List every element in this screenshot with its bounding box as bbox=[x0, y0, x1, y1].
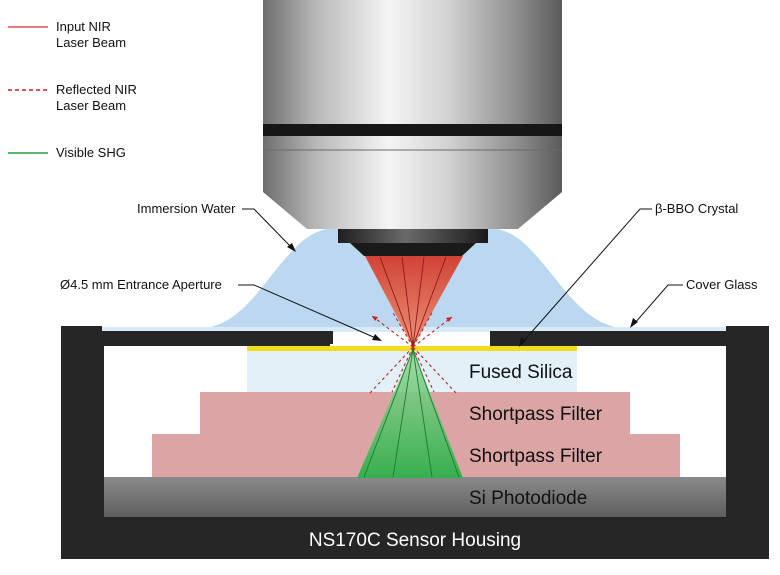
input-nir-beam bbox=[365, 256, 463, 347]
legend: Input NIR Laser Beam Reflected NIR Laser… bbox=[8, 19, 137, 160]
callout-bbo-crystal: β-BBO Crystal bbox=[519, 201, 738, 347]
nir-cone bbox=[365, 256, 463, 347]
housing-label: NS170C Sensor Housing bbox=[309, 530, 521, 551]
fused-silica-label: Fused Silica bbox=[469, 362, 573, 383]
objective-lens bbox=[263, 0, 562, 256]
housing-lid-left bbox=[102, 331, 333, 344]
entrance-aperture-label: Ø4.5 mm Entrance Aperture bbox=[60, 277, 222, 292]
reflected-nir-beam bbox=[369, 310, 457, 394]
housing-lid-right bbox=[490, 331, 727, 344]
legend-label-input-nir-1: Input NIR bbox=[56, 19, 111, 34]
objective-black-band bbox=[263, 124, 562, 136]
callout-entrance-aperture: Ø4.5 mm Entrance Aperture bbox=[60, 277, 382, 341]
photodiode-label: Si Photodiode bbox=[469, 488, 587, 509]
si-photodiode bbox=[104, 477, 726, 517]
shortpass-filter-lower-label: Shortpass Filter bbox=[469, 446, 603, 467]
cover-glass-label: Cover Glass bbox=[686, 277, 758, 292]
legend-label-input-nir-2: Laser Beam bbox=[56, 35, 126, 50]
shg-cone bbox=[357, 349, 463, 478]
shortpass-filter-upper-label: Shortpass Filter bbox=[469, 404, 603, 425]
immersion-water-label: Immersion Water bbox=[137, 201, 236, 216]
callout-cover-glass: Cover Glass bbox=[630, 277, 758, 328]
callout-immersion-water: Immersion Water bbox=[137, 201, 296, 252]
legend-label-reflected-nir-1: Reflected NIR bbox=[56, 82, 137, 97]
objective-tip bbox=[338, 229, 488, 243]
objective-front-lens bbox=[350, 243, 476, 256]
legend-label-visible-shg: Visible SHG bbox=[56, 145, 126, 160]
objective-mid-barrel bbox=[263, 136, 562, 150]
objective-upper-barrel bbox=[263, 0, 562, 124]
legend-label-reflected-nir-2: Laser Beam bbox=[56, 98, 126, 113]
bbo-crystal-label: β-BBO Crystal bbox=[655, 201, 738, 216]
objective-lower-barrel bbox=[263, 150, 562, 229]
visible-shg-beam bbox=[357, 348, 463, 478]
